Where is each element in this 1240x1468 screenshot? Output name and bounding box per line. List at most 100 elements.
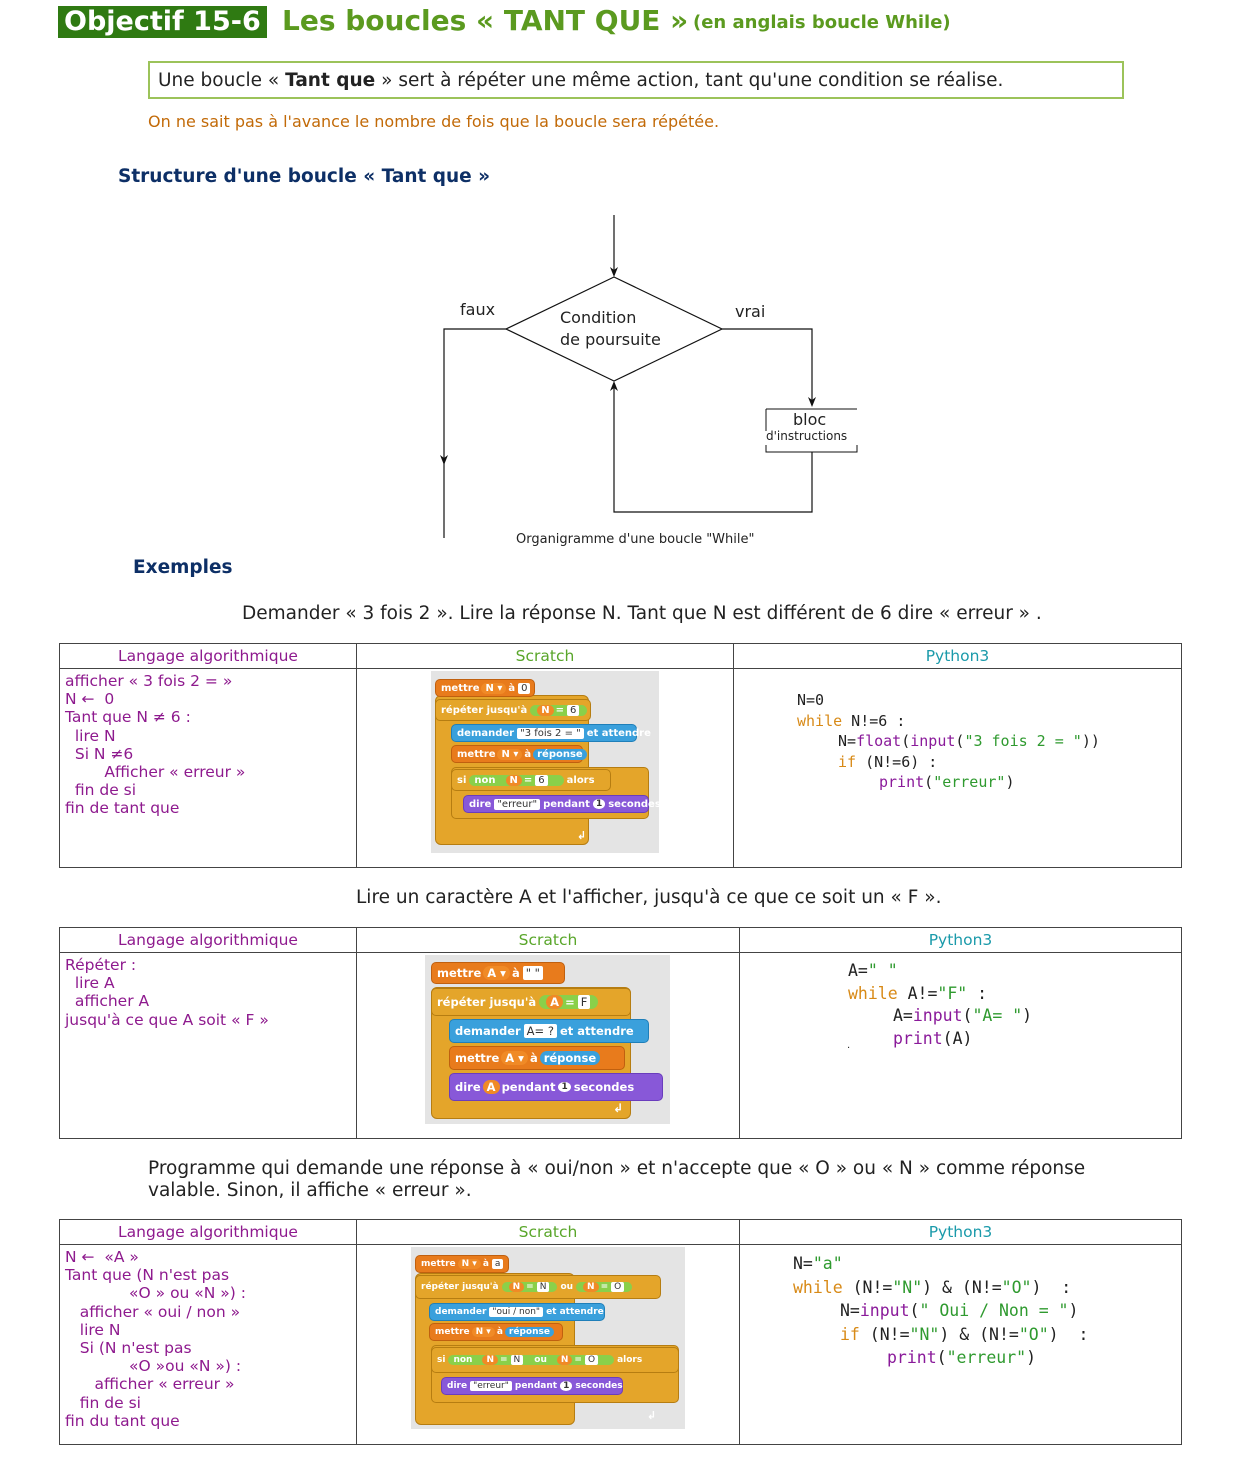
question-slot[interactable]: "oui / non": [489, 1307, 544, 1317]
fn-input: input: [912, 1006, 963, 1025]
py-text: ): [1026, 1348, 1037, 1368]
op: =: [500, 1355, 508, 1365]
py-text: (N!=: [842, 1277, 893, 1297]
op: =: [523, 774, 533, 786]
value-slot[interactable]: N: [536, 1282, 550, 1292]
py-text: ) & (N!=: [922, 1277, 1002, 1297]
equals-operator: N=O: [549, 1355, 607, 1365]
value-slot[interactable]: O: [611, 1282, 625, 1292]
example2-table: Langage algorithmique Scratch Python3 Ré…: [59, 927, 1182, 1139]
say-label: dire: [455, 1080, 481, 1094]
var-reporter: N: [482, 1355, 498, 1365]
var-reporter: A: [482, 1080, 500, 1094]
seconds-slot[interactable]: 1: [558, 1082, 571, 1092]
value-slot[interactable]: 6: [566, 704, 580, 716]
then-label: alors: [617, 1355, 643, 1365]
py-text: )): [1081, 732, 1100, 751]
to-label: à: [496, 1327, 503, 1337]
py-line: if (N!=6) :: [797, 752, 1100, 773]
value-slot[interactable]: F: [577, 995, 591, 1009]
value-slot[interactable]: N: [510, 1355, 524, 1365]
structure-heading: Structure d'une boucle « Tant que »: [118, 166, 491, 187]
py-text: (N!=: [859, 1324, 910, 1344]
col-scratch-header: Scratch: [356, 1219, 740, 1245]
value-slot[interactable]: " ": [522, 966, 543, 980]
set-label: mettre: [455, 1051, 500, 1065]
question-slot[interactable]: "3 fois 2 = ": [517, 727, 584, 739]
true-label: vrai: [735, 302, 766, 321]
fn-input: input: [910, 732, 956, 751]
py-text: ): [1068, 1301, 1079, 1321]
condition-label-line1: Condition: [560, 308, 637, 327]
py-line: N="a": [793, 1252, 1088, 1276]
py-line: print("erreur"): [797, 772, 1100, 793]
ask-label: demander: [457, 727, 515, 739]
ask-block: demander"oui / non"et attendre: [429, 1303, 605, 1321]
value-slot[interactable]: a: [491, 1259, 504, 1269]
during-label: pendant: [514, 1381, 558, 1391]
op: =: [600, 1282, 609, 1292]
seconds-slot[interactable]: 1: [592, 799, 606, 809]
value-slot[interactable]: O: [584, 1355, 599, 1365]
example2-algo: Répéter : lire A afficher A jusqu'à ce q…: [65, 956, 269, 1029]
seconds-label: secondes: [575, 1381, 623, 1391]
message-slot[interactable]: "erreur": [470, 1381, 512, 1391]
py-text: ) & (N!=: [939, 1324, 1019, 1344]
var-dropdown[interactable]: N ▾: [497, 748, 523, 760]
seconds-slot[interactable]: 1: [560, 1381, 573, 1391]
message-slot[interactable]: "erreur": [494, 798, 541, 810]
py-line: A=input("A= "): [848, 1005, 1032, 1028]
var-dropdown[interactable]: N ▾: [481, 682, 507, 694]
py-line: while (N!="N") & (N!="O") :: [793, 1276, 1088, 1300]
py-text: ): [1022, 1006, 1033, 1025]
col-algo-header: Langage algorithmique: [59, 927, 357, 953]
set-label: mettre: [421, 1259, 456, 1269]
answer-reporter: réponse: [504, 1327, 554, 1337]
loop-arrow-icon: ↲: [647, 1409, 657, 1422]
op: =: [555, 704, 564, 716]
py-string: " Oui / Non = ": [919, 1301, 1069, 1321]
objective-badge: Objectif 15-6: [58, 6, 267, 38]
op: =: [526, 1282, 534, 1292]
block-label-line2: d'instructions: [766, 429, 848, 443]
repeat-label: répéter jusqu'à: [421, 1282, 499, 1292]
py-text: N!=6 :: [842, 711, 906, 730]
not-label: non: [453, 1355, 473, 1365]
value-slot[interactable]: 0: [518, 682, 531, 694]
set-label: mettre: [457, 748, 496, 760]
wait-label: et attendre: [586, 727, 651, 739]
kw-while: while: [797, 711, 843, 730]
note-text: On ne sait pas à l'avance le nombre de f…: [148, 112, 720, 131]
var-dropdown[interactable]: N ▾: [471, 1327, 495, 1337]
op: =: [565, 995, 575, 1009]
var-dropdown[interactable]: A ▾: [483, 966, 510, 980]
ask-label: demander: [435, 1307, 487, 1317]
say-label: dire: [447, 1381, 468, 1391]
to-label: à: [508, 682, 516, 694]
var-dropdown[interactable]: N ▾: [457, 1259, 481, 1269]
question-slot[interactable]: A= ?: [523, 1024, 557, 1038]
during-label: pendant: [543, 798, 590, 810]
set-label: mettre: [435, 1327, 470, 1337]
ask-block: demander"3 fois 2 = "et attendre: [451, 724, 651, 742]
py-line: A=" ": [848, 960, 1032, 983]
py-text: (: [962, 1006, 973, 1025]
py-line: N=input(" Oui / Non = "): [793, 1299, 1088, 1323]
py-string: "A= ": [972, 1006, 1023, 1025]
to-label: à: [482, 1259, 489, 1269]
example3-intro: Programme qui demande une réponse à « ou…: [148, 1158, 1086, 1201]
value-slot[interactable]: 6: [535, 774, 548, 786]
repeat-label: répéter jusqu'à: [441, 704, 528, 716]
condition-label-line2: de poursuite: [560, 330, 661, 349]
var-dropdown[interactable]: A ▾: [501, 1051, 528, 1065]
py-text: A=: [848, 961, 868, 980]
kw-while: while: [793, 1277, 843, 1297]
